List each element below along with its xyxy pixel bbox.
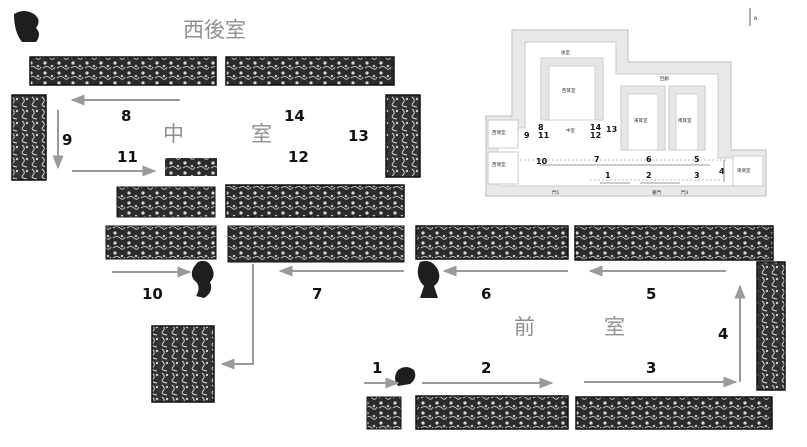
mural-panel-11b	[116, 186, 216, 218]
plan-num-5: 5	[694, 155, 700, 164]
sequence-numbers: 1 2 3 4 5 6 7 8 9 10 11 12 13 14	[62, 107, 728, 377]
plan-num-1: 1	[605, 171, 611, 180]
seq-num-1: 1	[372, 359, 382, 377]
tomb-floor-plan: N 後室 西耳室 回廊 東耳室 南耳室 中室 西側室 西側室 東側室 門1 墓門…	[485, 8, 767, 197]
guardian-figure-front	[417, 261, 440, 298]
room-title-front-1: 前	[514, 315, 535, 339]
seq-num-9: 9	[62, 131, 72, 149]
plan-label-far-west: 西側室	[492, 161, 506, 168]
mural-panel-13	[385, 94, 421, 178]
plan-east-side-room	[732, 155, 764, 187]
seq-num-6: 6	[481, 285, 491, 303]
plan-num-8: 8	[538, 123, 544, 132]
plan-label-east-ear: 東耳室	[634, 117, 648, 124]
plan-num-4: 4	[719, 167, 725, 176]
mural-panel-11	[165, 158, 217, 176]
plan-rear-room-inner	[548, 65, 596, 121]
room-title-middle-1: 中	[163, 122, 184, 146]
seq-num-4: 4	[718, 325, 728, 343]
plan-num-14: 14	[590, 123, 602, 132]
plan-east-ear-inner	[627, 93, 659, 151]
mural-panel-10	[105, 225, 217, 260]
plan-label-west-side: 西側室	[492, 129, 506, 136]
mural-panel-3	[575, 396, 773, 430]
plan-num-9: 9	[524, 131, 530, 140]
seq-num-10: 10	[142, 285, 163, 303]
plan-label-east-side: 東側室	[737, 167, 751, 174]
seq-num-13: 13	[348, 127, 369, 145]
seq-num-8: 8	[121, 107, 131, 125]
plan-south-ear-inner	[675, 93, 699, 151]
seq-num-5: 5	[646, 285, 656, 303]
plan-num-10: 10	[536, 157, 548, 166]
seq-num-2: 2	[481, 359, 491, 377]
plan-num-2: 2	[646, 171, 652, 180]
seq-num-12: 12	[288, 148, 309, 166]
plan-num-6: 6	[646, 155, 652, 164]
mural-panel-12	[225, 184, 405, 218]
guardian-figure-top-left	[14, 11, 39, 42]
plan-label-door3: 門3	[681, 190, 688, 196]
plan-num-12: 12	[590, 131, 601, 140]
mural-panel-5	[574, 225, 774, 261]
plan-num-3: 3	[694, 171, 700, 180]
plan-numbers: 1 2 3 4 5 6 7 8 9 10 11 12 13 14	[524, 123, 725, 180]
mural-panel-7	[227, 225, 405, 263]
mural-panel-14	[225, 56, 395, 86]
mural-panel-6	[415, 225, 569, 260]
room-title-middle-2: 室	[251, 122, 272, 146]
mural-panel-large-bottom-left	[151, 325, 215, 403]
plan-west-side-room	[487, 151, 519, 185]
mural-panel-1	[366, 396, 402, 430]
plan-flow-arrows	[540, 160, 725, 184]
guardian-figure-entry	[395, 367, 416, 386]
plan-north-mark: N	[754, 16, 757, 22]
mural-panel-9	[11, 94, 47, 181]
sequence-arrows	[52, 94, 746, 389]
plan-west-room	[487, 119, 519, 149]
plan-label-corridor: 回廊	[660, 75, 669, 82]
plan-label-mid: 中室	[566, 127, 575, 134]
seq-num-14: 14	[284, 107, 305, 125]
mural-panel-2	[415, 395, 569, 430]
room-title-west-rear: 西後室	[183, 18, 246, 42]
mural-panel-8	[29, 56, 217, 86]
seq-num-3: 3	[646, 359, 656, 377]
room-title-front-2: 室	[604, 315, 625, 339]
mural-panel-4	[756, 261, 786, 391]
arrow-connector	[220, 264, 254, 370]
seq-num-11: 11	[117, 148, 138, 166]
plan-label-south-ear: 南耳室	[678, 117, 692, 124]
guardian-figure-middle	[191, 260, 214, 298]
plan-label-west-ear: 西耳室	[562, 87, 576, 94]
plan-num-7: 7	[594, 155, 600, 164]
plan-label-door1: 門1	[552, 190, 559, 196]
plan-label-rear: 後室	[561, 49, 570, 56]
seq-num-7: 7	[312, 285, 322, 303]
plan-label-door2: 墓門	[652, 189, 661, 196]
plan-num-13: 13	[606, 125, 617, 134]
mural-panels	[11, 11, 786, 430]
plan-num-11: 11	[538, 131, 550, 140]
